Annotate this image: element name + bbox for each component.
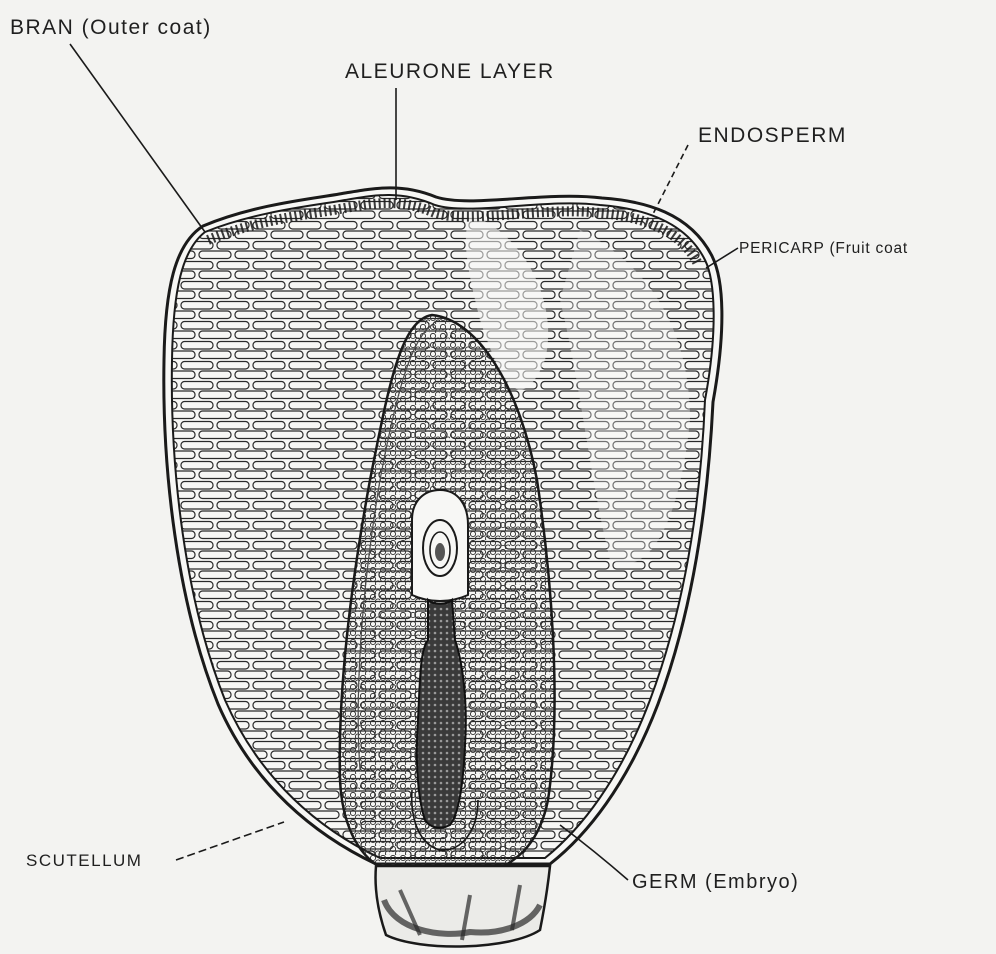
bran-leader (70, 44, 205, 232)
bran-label: BRAN (Outer coat) (10, 16, 212, 40)
pericarp-label: PERICARP (Fruit coat (739, 240, 908, 258)
germ-leader (560, 825, 628, 880)
germ-label: GERM (Embryo) (632, 871, 799, 894)
scutellum-leader (176, 822, 284, 860)
aleurone-label: ALEURONE LAYER (345, 60, 555, 84)
endosperm-label: ENDOSPERM (698, 124, 847, 148)
plumule (412, 490, 468, 601)
endosperm-leader (652, 145, 688, 216)
scutellum-label: SCUTELLUM (26, 851, 142, 871)
